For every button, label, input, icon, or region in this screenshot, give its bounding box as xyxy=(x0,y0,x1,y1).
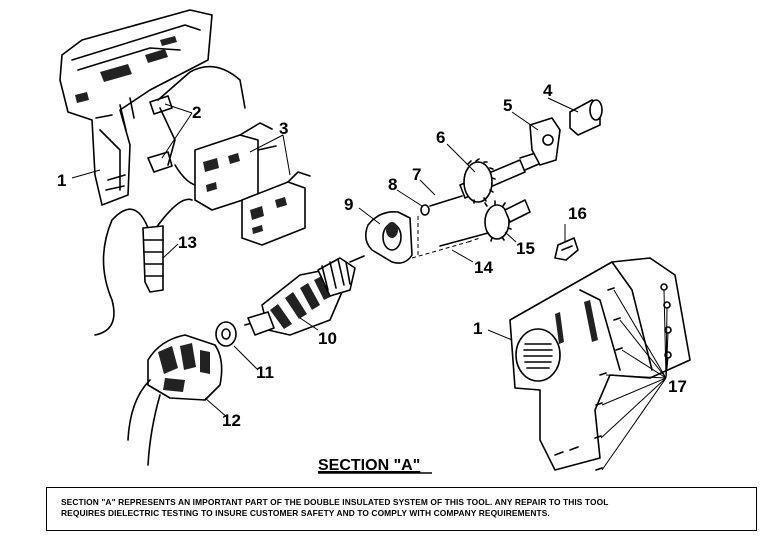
switch-lever xyxy=(147,65,246,187)
dielectric-testing-note: SECTION "A" REPRESENTS AN IMPORTANT PART… xyxy=(46,487,757,531)
switch-assembly xyxy=(194,122,311,246)
note-line-2: REQUIRES DIELECTRIC TESTING TO INSURE CU… xyxy=(61,508,550,518)
callout-14: 14 xyxy=(474,258,493,277)
callout-9: 9 xyxy=(344,195,353,214)
housing-half-left xyxy=(59,9,213,206)
spindle-gear xyxy=(459,149,549,204)
callout-10: 10 xyxy=(318,329,337,348)
callout-11: 11 xyxy=(256,363,274,382)
section-title: SECTION "A" xyxy=(318,457,420,474)
gear-plate xyxy=(364,210,413,264)
callout-17: 17 xyxy=(668,377,687,396)
callout-4: 4 xyxy=(543,81,553,100)
armature xyxy=(244,255,365,336)
clip xyxy=(554,237,579,261)
callout-1-left: 1 xyxy=(57,171,66,190)
callout-12: 12 xyxy=(222,411,241,430)
field-assembly xyxy=(127,334,223,466)
callout-8: 8 xyxy=(388,175,397,194)
bushing xyxy=(569,99,603,136)
callout-15: 15 xyxy=(516,239,535,258)
leader-lines xyxy=(71,97,669,471)
note-line-1: SECTION "A" REPRESENTS AN IMPORTANT PART… xyxy=(61,497,609,507)
callout-1-right: 1 xyxy=(473,319,482,338)
callout-13: 13 xyxy=(178,233,197,252)
callout-2: 2 xyxy=(192,103,201,122)
callout-7: 7 xyxy=(412,165,421,184)
housing-half-right xyxy=(509,257,691,471)
pin-and-washer xyxy=(411,195,469,259)
shaft xyxy=(439,232,489,247)
callout-5: 5 xyxy=(503,96,512,115)
intermediate-gear xyxy=(484,199,531,242)
callout-6: 6 xyxy=(436,128,445,147)
clutch-lever xyxy=(529,117,561,166)
bearing xyxy=(215,321,237,347)
callout-3: 3 xyxy=(279,119,288,138)
power-cord xyxy=(94,198,193,336)
callout-16: 16 xyxy=(568,204,587,223)
